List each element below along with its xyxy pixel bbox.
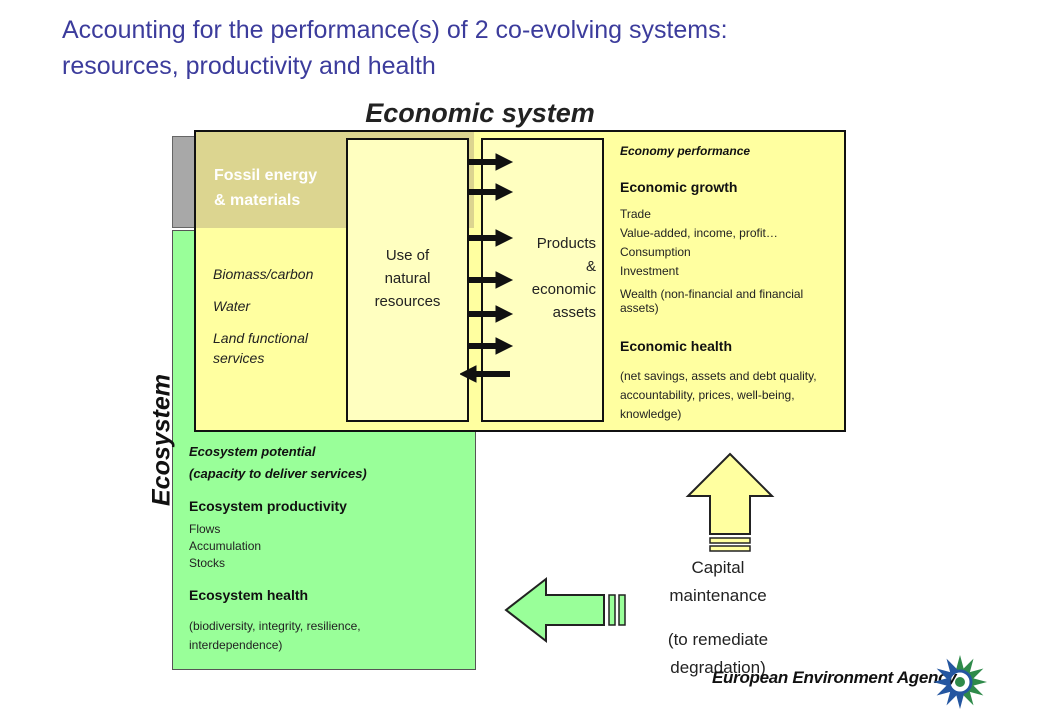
growth-item: Trade	[620, 207, 651, 221]
capital-maintenance-label: Capital maintenance	[638, 554, 798, 610]
ecosystem-potential: Ecosystem potential (capacity to deliver…	[189, 441, 367, 485]
use-line-1: Use of	[385, 247, 430, 264]
ecosystem-productivity-heading: Ecosystem productivity	[189, 498, 347, 514]
use-of-resources-label: Use of natural resources	[348, 244, 467, 313]
remediate-label: (to remediate degradation)	[638, 626, 798, 682]
fossil-energy-label: Fossil energy & materials	[214, 163, 354, 213]
productivity-item: Accumulation	[189, 539, 262, 553]
arrow-left-icon	[460, 365, 510, 383]
arrow-right-icon	[468, 229, 514, 247]
slide-title: Accounting for the performance(s) of 2 c…	[62, 12, 962, 84]
products-line-4: assets	[552, 304, 596, 321]
growth-item: Investment	[620, 264, 679, 278]
economy-performance-heading: Economy performance	[620, 144, 751, 158]
resource-item: Land functional services	[213, 330, 308, 366]
title-line-2: resources, productivity and health	[62, 52, 436, 80]
products-label: Products & economic assets	[490, 232, 596, 324]
growth-item: Value-added, income, profit…	[620, 226, 778, 240]
title-line-1: Accounting for the performance(s) of 2 c…	[62, 16, 728, 44]
eea-logo-icon	[933, 655, 987, 709]
use-line-2: natural	[384, 270, 431, 287]
agency-name: European Environment Agency	[712, 668, 957, 687]
ecosystem-resources-area	[196, 230, 346, 430]
products-line-3: economic	[531, 281, 596, 298]
potential-line-1: Ecosystem potential	[189, 444, 316, 459]
left-arrow-icon	[504, 576, 626, 644]
potential-line-2: (capacity to deliver services)	[189, 466, 367, 481]
productivity-item: Flows	[189, 522, 221, 536]
capital-line-2: maintenance	[669, 586, 767, 605]
up-arrow-icon	[685, 452, 775, 552]
use-line-3: resources	[374, 293, 441, 310]
products-line-2: &	[585, 258, 596, 275]
use-of-resources-box	[346, 138, 469, 422]
resource-item: Water	[213, 298, 251, 314]
economic-growth-list: Trade Value-added, income, profit… Consu…	[620, 205, 778, 281]
capital-line-1: Capital	[691, 558, 745, 577]
remediate-line-1: (to remediate	[667, 630, 769, 649]
arrow-right-icon	[468, 271, 514, 289]
flow-arrows	[460, 153, 514, 383]
growth-item: Consumption	[620, 245, 691, 259]
arrow-right-icon	[468, 153, 514, 171]
arrow-right-icon	[468, 337, 514, 355]
economic-growth-heading: Economic growth	[620, 179, 738, 195]
productivity-item: Stocks	[189, 556, 226, 570]
economic-health-detail: (net savings, assets and debt quality, a…	[620, 369, 817, 421]
remediate-line-2: degradation)	[670, 658, 766, 677]
arrow-right-icon	[468, 305, 514, 323]
ecosystem-label: Ecosystem	[147, 373, 176, 507]
resource-item: Biomass/carbon	[213, 266, 314, 282]
ecosystem-productivity-list: Flows Accumulation Stocks	[189, 521, 261, 572]
ecosystem-resources-list: Biomass/carbon Water Land functional ser…	[213, 264, 343, 380]
fossil-line-1: Fossil energy	[214, 167, 318, 184]
ecosystem-health-heading: Ecosystem health	[189, 587, 309, 603]
economic-system-label: Economic system	[365, 98, 595, 128]
wealth-text: Wealth (non-financial and financial asse…	[620, 287, 804, 315]
ecosystem-health-detail: (biodiversity, integrity, resilience, in…	[189, 619, 361, 652]
products-line-1: Products	[536, 235, 596, 252]
arrow-right-icon	[468, 183, 514, 201]
fossil-line-2: & materials	[214, 192, 301, 209]
economic-health-heading: Economic health	[620, 338, 733, 354]
